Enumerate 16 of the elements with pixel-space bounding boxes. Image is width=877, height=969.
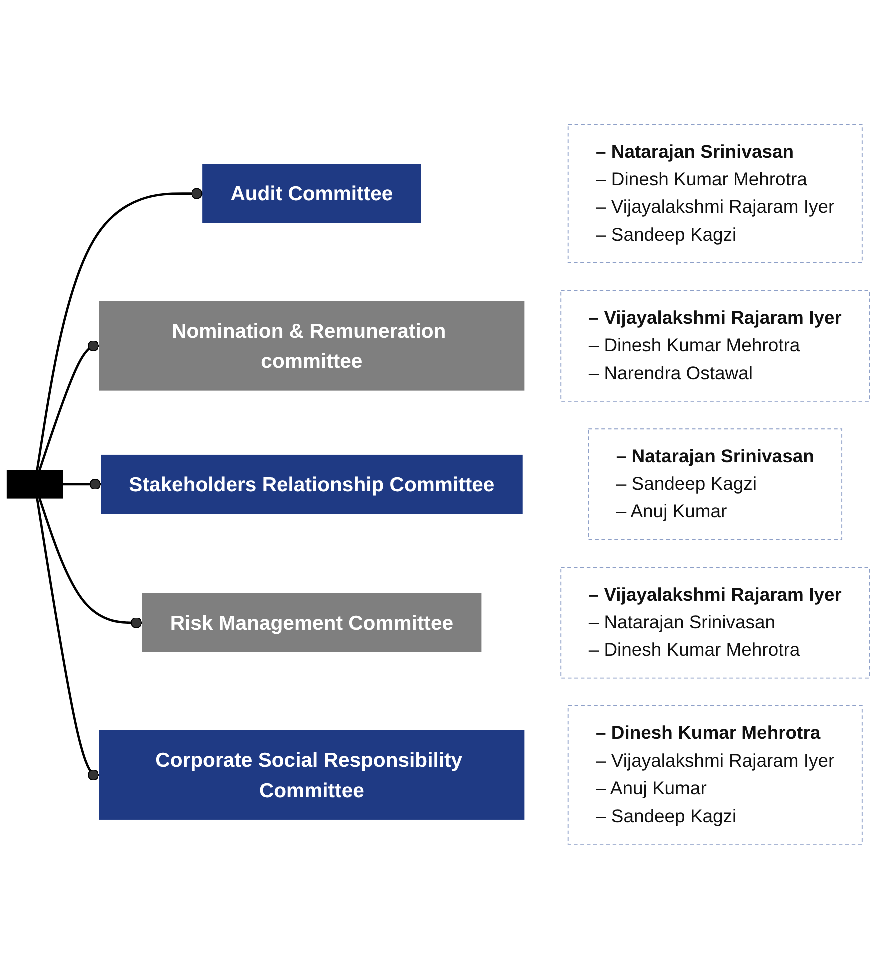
connector (38, 498, 143, 629)
node-box (202, 164, 422, 224)
node-bar (6, 470, 64, 499)
connector (36, 498, 100, 781)
connector (38, 340, 100, 472)
node-box (99, 301, 525, 391)
node-box (560, 567, 870, 679)
node-box (588, 428, 843, 540)
connector (36, 188, 204, 471)
node-box (99, 730, 525, 820)
connector (62, 478, 102, 490)
node-box (568, 124, 863, 264)
node-box (142, 593, 482, 652)
node-box (560, 290, 870, 402)
node-box (101, 454, 523, 514)
node-box (568, 706, 863, 845)
